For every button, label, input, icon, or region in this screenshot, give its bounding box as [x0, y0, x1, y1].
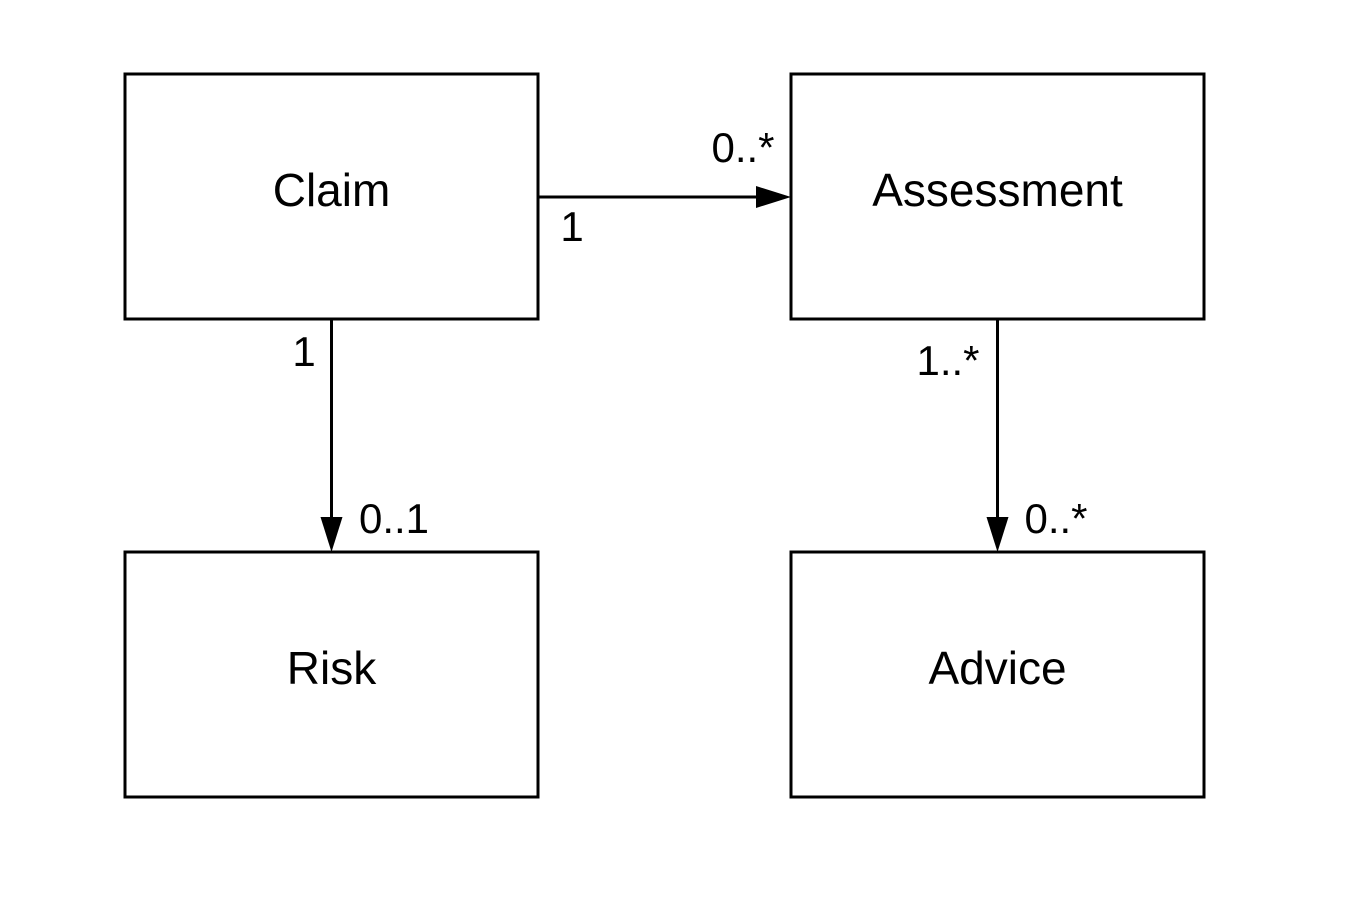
- class-assessment-box: [789, 72, 1206, 321]
- multiplicity-assessment-advice-target: 0..*: [1024, 495, 1087, 542]
- class-claim[interactable]: Claim: [123, 72, 540, 321]
- multiplicity-claim-risk-target: 0..1: [359, 495, 429, 542]
- association-assessment-advice-arrowhead: [986, 517, 1009, 552]
- class-advice[interactable]: Advice: [789, 550, 1206, 799]
- association-claim-assessment-arrowhead: [756, 186, 791, 208]
- class-advice-label: Advice: [928, 642, 1066, 694]
- association-claim-risk-arrowhead: [320, 517, 343, 552]
- association-claim-risk[interactable]: 1 0..1: [292, 319, 429, 552]
- class-assessment-label: Assessment: [872, 164, 1123, 216]
- class-risk-label: Risk: [287, 642, 377, 694]
- association-claim-assessment[interactable]: 1 0..*: [538, 124, 791, 250]
- multiplicity-claim-risk-source: 1: [292, 328, 315, 375]
- class-assessment[interactable]: Assessment: [789, 72, 1206, 321]
- association-assessment-advice[interactable]: 1..* 0..*: [916, 319, 1088, 552]
- multiplicity-claim-assessment-target: 0..*: [711, 124, 774, 171]
- class-risk[interactable]: Risk: [123, 550, 540, 799]
- multiplicity-claim-assessment-source: 1: [560, 203, 583, 250]
- class-advice-box: [789, 550, 1206, 799]
- class-claim-box: [123, 72, 540, 321]
- class-claim-label: Claim: [273, 164, 391, 216]
- multiplicity-assessment-advice-source: 1..*: [916, 337, 979, 384]
